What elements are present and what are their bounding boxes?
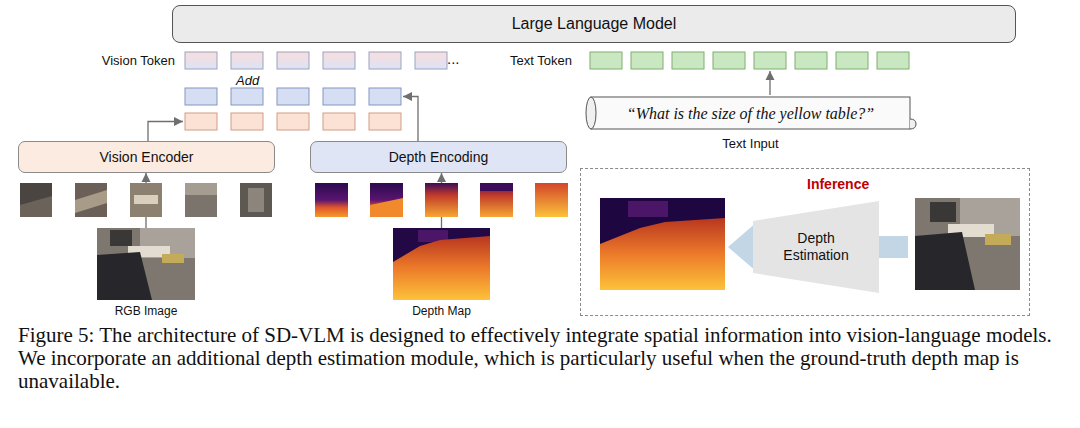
- patch-detail: [134, 195, 158, 204]
- rgb-patches: [20, 183, 272, 217]
- ellipsis: ...: [447, 50, 460, 67]
- image-token: [369, 113, 401, 130]
- text-token-row: [590, 52, 909, 69]
- text-wire: [769, 71, 770, 95]
- depth-patch: [480, 183, 513, 217]
- operation-label: Add: [236, 73, 259, 88]
- text-token: [713, 52, 745, 69]
- image-token: [185, 113, 217, 130]
- depth-photo: [393, 228, 490, 300]
- vision-token: [231, 52, 263, 69]
- text-token: [672, 52, 704, 69]
- photo-table: [985, 234, 1011, 245]
- depth-patch: [370, 183, 403, 217]
- image-token: [323, 113, 355, 130]
- depth-token: [277, 88, 309, 105]
- node-label: Depth Estimation: [776, 230, 856, 264]
- photo-object: [930, 202, 956, 222]
- vision-token-row: [185, 52, 447, 69]
- depth-token: [231, 88, 263, 105]
- photo-sofa: [915, 232, 975, 290]
- text-token: [877, 52, 909, 69]
- depth-photo: [600, 198, 725, 290]
- image-patch: [20, 183, 52, 217]
- encoder-wire: [148, 122, 183, 142]
- depth-detail: [628, 201, 668, 217]
- scroll-body: [591, 97, 910, 129]
- text-token: [754, 52, 786, 69]
- patch-detail: [185, 183, 217, 195]
- inference-depth-image: [600, 198, 725, 290]
- image-input: Depth Map: [393, 228, 490, 318]
- depth-token: [323, 88, 355, 105]
- depth-token-row: [185, 88, 401, 105]
- inference-panel: InferenceDepth Estimation: [580, 168, 1030, 316]
- vision-token: [415, 52, 447, 69]
- row-label: Vision Token: [80, 53, 175, 68]
- room-photo: [97, 228, 195, 300]
- depth-detail: [393, 236, 490, 300]
- depth-detail: [600, 218, 725, 290]
- trapezoid-body: [753, 201, 879, 293]
- depth-patch: [315, 183, 348, 217]
- image-token: [277, 113, 309, 130]
- vision-token: [185, 52, 217, 69]
- depth-patch: [535, 183, 568, 217]
- text-token: [631, 52, 663, 69]
- image-patch: [185, 183, 217, 217]
- vision-token: [323, 52, 355, 69]
- photo-object: [110, 230, 132, 246]
- estimation-trapezoid: Depth Estimation: [753, 201, 879, 293]
- patch-detail: [75, 190, 107, 213]
- rgb-image: [97, 228, 195, 300]
- encoder-box: Vision Encoder: [18, 141, 275, 173]
- depth-patches: [315, 183, 568, 217]
- node-label: Depth Map: [412, 304, 471, 318]
- depth-token: [369, 88, 401, 105]
- model-box: Large Language Model: [172, 5, 1016, 43]
- image-patch: [240, 183, 272, 217]
- inference-rgb-image: [915, 198, 1020, 290]
- text-input-scroll: “What is the size of the yellow table?”T…: [583, 95, 918, 133]
- patch-detail: [370, 198, 403, 217]
- image-token: [231, 113, 263, 130]
- encoder-box: Depth Encoding: [310, 141, 567, 173]
- patch-detail: [480, 183, 513, 191]
- text-token: [795, 52, 827, 69]
- row-label: Text Token: [510, 53, 572, 68]
- scroll-curl: [910, 119, 916, 129]
- depth-map-image: [393, 228, 490, 300]
- image-token-row: [185, 113, 401, 130]
- node-caption: Text Input: [722, 136, 778, 151]
- depth-token: [185, 88, 217, 105]
- depth-patch: [425, 183, 458, 217]
- room-photo: [915, 198, 1020, 290]
- patch-detail: [248, 188, 264, 212]
- node-label: Large Language Model: [512, 15, 677, 33]
- node-label: Inference: [807, 176, 869, 192]
- image-input: RGB Image: [97, 228, 195, 318]
- photo-table: [162, 254, 184, 263]
- encoder-wire: [403, 97, 418, 142]
- text-token: [590, 52, 622, 69]
- text-token: [836, 52, 868, 69]
- patch-detail: [20, 196, 52, 217]
- vision-token: [277, 52, 309, 69]
- vision-token: [369, 52, 401, 69]
- photo-sofa: [97, 252, 152, 300]
- node-label: RGB Image: [115, 304, 178, 318]
- figure-caption: Figure 5: The architecture of SD-VLM is …: [18, 324, 1070, 393]
- node-label: Depth Encoding: [389, 149, 489, 165]
- node-label: “What is the size of the yellow table?”: [627, 105, 875, 123]
- image-patch: [130, 183, 162, 217]
- scroll-curl: [586, 97, 596, 129]
- image-patch: [75, 183, 107, 217]
- node-label: Vision Encoder: [100, 149, 194, 165]
